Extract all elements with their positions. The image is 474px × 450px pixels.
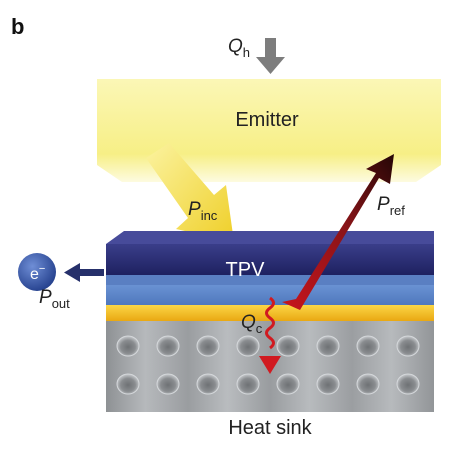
tpv-label: TPV: [226, 259, 266, 281]
heat-sink-hole: [356, 335, 380, 357]
gold-layer: [106, 305, 434, 321]
output-power-label: Pout: [39, 287, 70, 311]
heat-sink-hole: [156, 373, 180, 395]
reflected-radiation-arrow: [282, 154, 394, 310]
heat-sink-hole: [356, 373, 380, 395]
incident-radiation-arrow: [146, 143, 234, 242]
heat-sink-hole: [276, 335, 300, 357]
heat-sink-hole: [116, 373, 140, 395]
heat-sink-hole: [116, 335, 140, 357]
heat-sink-hole: [236, 373, 260, 395]
panel-label: b: [11, 14, 24, 39]
heat-sink-hole: [196, 335, 220, 357]
heat-sink-hole: [156, 335, 180, 357]
electrical-output-arrow: [64, 263, 104, 282]
heat-sink-block: [106, 320, 434, 412]
emitter-label: Emitter: [235, 109, 299, 131]
heat-sink-hole: [316, 373, 340, 395]
heat-sink-hole: [196, 373, 220, 395]
incident-power-label: Pinc: [188, 199, 218, 223]
reflected-power-label: Pref: [377, 194, 405, 218]
heat-output-label: Qc: [241, 312, 263, 336]
heat-sink-hole: [396, 373, 420, 395]
heat-sink-hole: [396, 335, 420, 357]
heat-sink-label: Heat sink: [228, 417, 312, 439]
electron-icon: [18, 253, 56, 291]
heat-sink-hole: [316, 335, 340, 357]
heat-sink-hole: [276, 373, 300, 395]
heat-output-arrow: [259, 296, 281, 374]
heat-input-arrow: [256, 38, 285, 74]
heat-sink-holes: [116, 335, 420, 395]
tpv-cell: [106, 231, 434, 305]
heat-sink-hole: [236, 335, 260, 357]
electron-label: e−: [30, 263, 45, 283]
heat-input-label: Qh: [228, 36, 250, 60]
